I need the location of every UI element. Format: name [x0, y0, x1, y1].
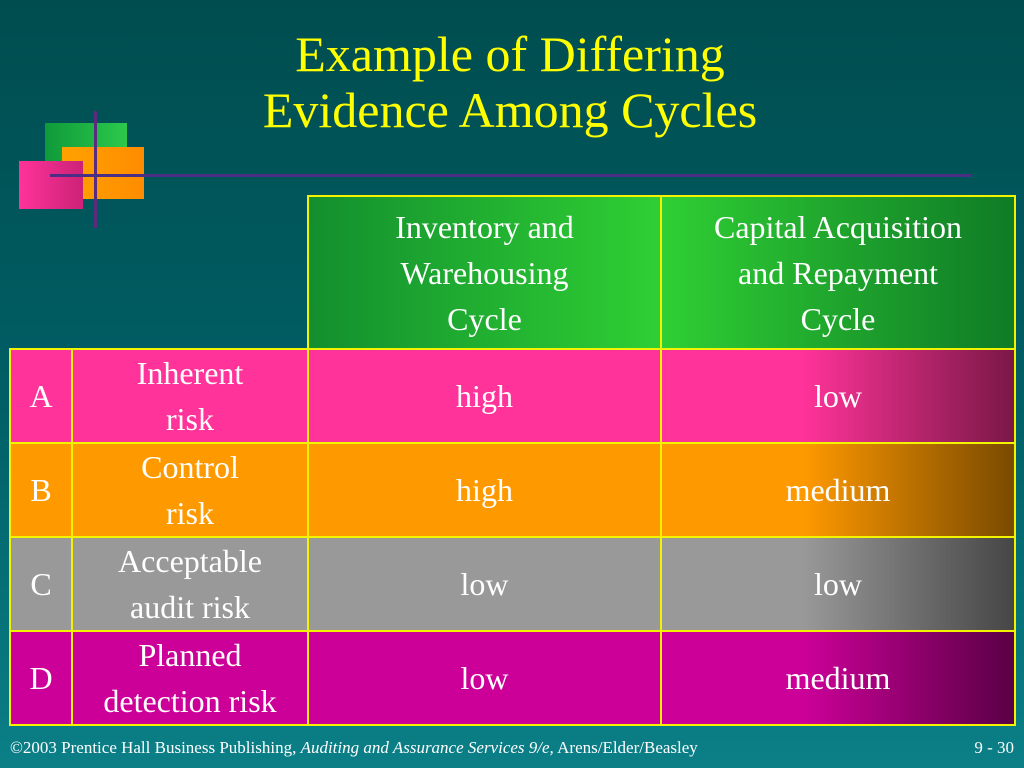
orange-square-shape — [62, 147, 144, 199]
row-label: Acceptable audit risk — [71, 536, 309, 632]
table-row-b: B Control risk high medium — [9, 442, 1016, 538]
inventory-value: high — [307, 348, 662, 444]
risk-comparison-table: Inventory and Warehousing Cycle Capital … — [9, 195, 1016, 726]
table-row-a: A Inherent risk high low — [9, 348, 1016, 444]
title-underline-rule — [50, 174, 972, 177]
capital-value: medium — [660, 630, 1016, 726]
footer-credit: ©2003 Prentice Hall Business Publishing,… — [10, 737, 698, 759]
row-label-line: Control — [141, 449, 239, 485]
inventory-value: low — [307, 536, 662, 632]
row-letter: B — [9, 442, 73, 538]
header-line: and Repayment — [738, 254, 938, 291]
capital-value: medium — [660, 442, 1016, 538]
header-line: Capital Acquisition — [714, 208, 962, 245]
table-row-c: C Acceptable audit risk low low — [9, 536, 1016, 632]
footer-copyright: ©2003 Prentice Hall Business Publishing, — [10, 738, 297, 757]
header-line: Cycle — [800, 300, 876, 337]
capital-value: low — [660, 348, 1016, 444]
empty-corner-cell — [10, 196, 308, 349]
header-line: Inventory and — [395, 208, 574, 245]
slide-title: Example of Differing Evidence Among Cycl… — [160, 26, 860, 138]
row-label-line: risk — [166, 495, 214, 531]
header-inventory-cycle: Inventory and Warehousing Cycle — [307, 195, 662, 350]
row-label-line: audit risk — [130, 589, 250, 625]
table-header-row: Inventory and Warehousing Cycle Capital … — [10, 195, 1016, 350]
table-row-d: D Planned detection risk low medium — [9, 630, 1016, 726]
row-letter: D — [9, 630, 73, 726]
row-letter: C — [9, 536, 73, 632]
row-label: Inherent risk — [71, 348, 309, 444]
row-label-line: risk — [166, 401, 214, 437]
header-capital-cycle: Capital Acquisition and Repayment Cycle — [660, 195, 1016, 350]
green-square-shape — [45, 123, 127, 170]
row-label-line: Acceptable — [118, 543, 262, 579]
header-line: Cycle — [447, 300, 522, 337]
inventory-value: high — [307, 442, 662, 538]
footer-authors: Arens/Elder/Beasley — [557, 738, 698, 757]
row-label: Control risk — [71, 442, 309, 538]
inventory-value: low — [307, 630, 662, 726]
row-label: Planned detection risk — [71, 630, 309, 726]
row-letter: A — [9, 348, 73, 444]
row-label-line: Inherent — [136, 355, 244, 391]
footer-book-title: Auditing and Assurance Services 9/e, — [300, 738, 554, 757]
row-label-line: Planned — [138, 637, 242, 673]
title-line-1: Example of Differing — [295, 26, 725, 82]
row-label-line: detection risk — [103, 683, 277, 719]
header-line: Warehousing — [400, 254, 569, 291]
title-line-2: Evidence Among Cycles — [262, 82, 758, 138]
capital-value: low — [660, 536, 1016, 632]
page-number: 9 - 30 — [974, 738, 1014, 757]
